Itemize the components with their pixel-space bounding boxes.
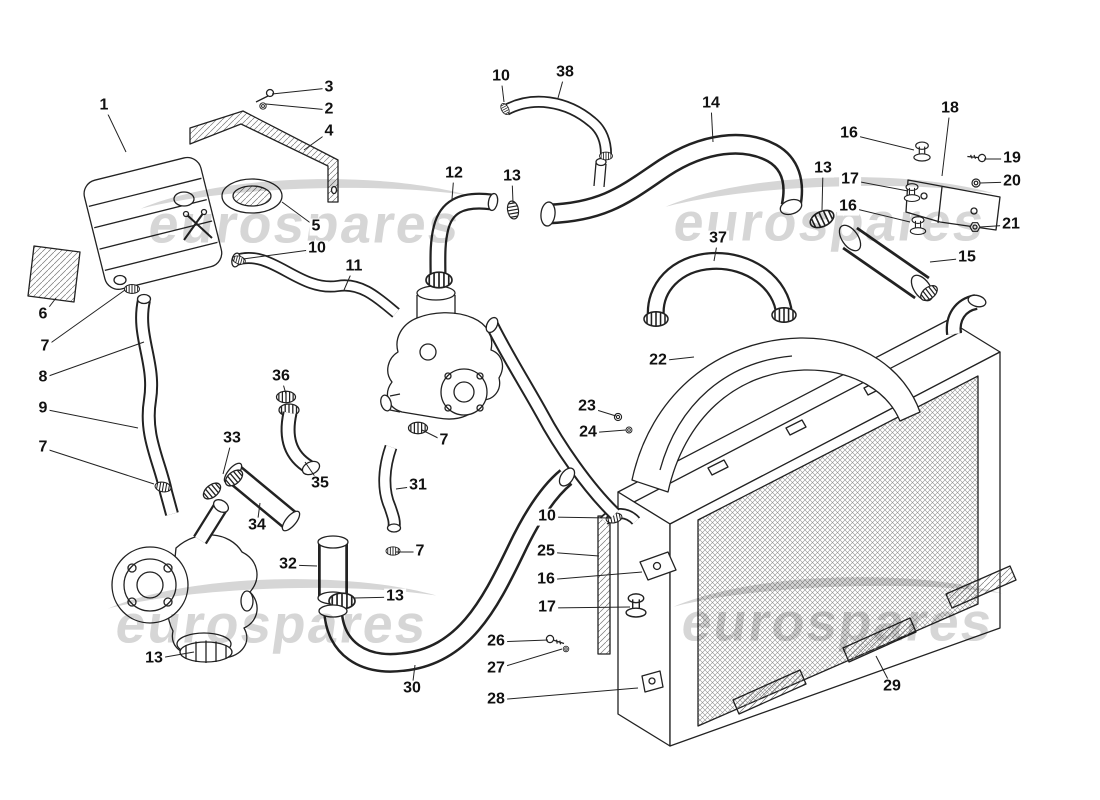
callout-7: 7 bbox=[413, 542, 427, 561]
callout-5: 5 bbox=[309, 217, 323, 236]
callout-13: 13 bbox=[384, 587, 406, 606]
callout-19: 19 bbox=[1001, 149, 1023, 168]
callout-20: 20 bbox=[1001, 172, 1023, 191]
callout-7: 7 bbox=[36, 438, 50, 457]
elbow-hose-12 bbox=[429, 192, 499, 277]
hose-clamp bbox=[199, 479, 225, 503]
callout-29: 29 bbox=[881, 677, 903, 696]
screw bbox=[545, 634, 565, 646]
callout-13: 13 bbox=[501, 167, 523, 186]
long-hose-to-radiator bbox=[485, 316, 620, 520]
water-pump bbox=[111, 499, 258, 663]
callout-1: 1 bbox=[97, 96, 111, 115]
callout-31: 31 bbox=[407, 476, 429, 495]
callout-10: 10 bbox=[536, 507, 558, 526]
foam-pad bbox=[27, 245, 81, 303]
washer bbox=[562, 645, 570, 653]
callout-37: 37 bbox=[707, 229, 729, 248]
hose-clamp bbox=[599, 151, 613, 161]
callout-18: 18 bbox=[939, 99, 961, 118]
callout-23: 23 bbox=[576, 397, 598, 416]
callout-16: 16 bbox=[837, 197, 859, 216]
hose-clamp bbox=[407, 421, 429, 435]
screw bbox=[966, 151, 987, 166]
callout-32: 32 bbox=[277, 555, 299, 574]
nut bbox=[969, 222, 981, 232]
hose-clamp bbox=[275, 390, 297, 404]
hose-clamp bbox=[806, 206, 838, 232]
callout-7: 7 bbox=[38, 337, 52, 356]
callout-7: 7 bbox=[437, 431, 451, 450]
callout-4: 4 bbox=[322, 122, 336, 141]
callout-10: 10 bbox=[306, 239, 328, 258]
rubber-mount bbox=[913, 141, 931, 162]
radiator-corner-bracket bbox=[641, 670, 664, 693]
callout-8: 8 bbox=[36, 368, 50, 387]
callout-30: 30 bbox=[401, 679, 423, 698]
expansion-tank bbox=[83, 156, 223, 290]
callout-25: 25 bbox=[535, 542, 557, 561]
callout-13: 13 bbox=[143, 649, 165, 668]
callout-27: 27 bbox=[485, 659, 507, 678]
connecting-hose-15 bbox=[838, 224, 934, 302]
callout-28: 28 bbox=[485, 690, 507, 709]
callout-21: 21 bbox=[1000, 215, 1022, 234]
small-hose-11 bbox=[231, 252, 400, 318]
hose-clamp bbox=[643, 311, 669, 327]
breather-hose-38 bbox=[503, 95, 612, 155]
hose-clamp bbox=[124, 284, 140, 294]
callout-35: 35 bbox=[309, 474, 331, 493]
rubber-mount bbox=[909, 216, 927, 236]
tank-hose bbox=[135, 293, 179, 516]
hose-clamp bbox=[771, 307, 797, 323]
callout-26: 26 bbox=[485, 632, 507, 651]
callout-24: 24 bbox=[577, 423, 599, 442]
callout-13: 13 bbox=[812, 159, 834, 178]
lower-hose-30 bbox=[318, 467, 576, 673]
fan-shroud bbox=[631, 337, 921, 493]
callout-6: 6 bbox=[36, 305, 50, 324]
thermostat-housing bbox=[380, 285, 504, 420]
hose-clamp bbox=[505, 199, 521, 221]
elbow-hose-35 bbox=[280, 411, 321, 476]
hose-clamp bbox=[385, 546, 401, 556]
callout-12: 12 bbox=[443, 164, 465, 183]
callout-9: 9 bbox=[36, 399, 50, 418]
washer bbox=[971, 178, 981, 188]
callout-16: 16 bbox=[535, 570, 557, 589]
callout-34: 34 bbox=[246, 516, 268, 535]
radiator bbox=[617, 294, 1001, 747]
callout-15: 15 bbox=[956, 248, 978, 267]
elbow-hose-31 bbox=[378, 444, 402, 533]
support-bracket-assembly bbox=[903, 141, 1001, 236]
upper-radiator-hose bbox=[540, 133, 804, 227]
callout-2: 2 bbox=[322, 100, 336, 119]
callout-10: 10 bbox=[490, 67, 512, 86]
filler-cap bbox=[221, 178, 283, 214]
callout-17: 17 bbox=[536, 598, 558, 617]
callout-14: 14 bbox=[700, 94, 722, 113]
washer bbox=[625, 426, 633, 434]
bracket-screw bbox=[255, 88, 275, 110]
callout-3: 3 bbox=[322, 78, 336, 97]
callout-36: 36 bbox=[270, 367, 292, 386]
callout-38: 38 bbox=[554, 63, 576, 82]
radiator-seal-strip bbox=[597, 515, 611, 655]
callout-22: 22 bbox=[647, 351, 669, 370]
elbow-hose-37 bbox=[646, 251, 793, 319]
washer bbox=[613, 412, 623, 422]
callout-33: 33 bbox=[221, 429, 243, 448]
callout-17: 17 bbox=[839, 170, 861, 189]
hose-clamp bbox=[425, 271, 453, 289]
callout-11: 11 bbox=[343, 257, 365, 276]
callout-16: 16 bbox=[838, 124, 860, 143]
